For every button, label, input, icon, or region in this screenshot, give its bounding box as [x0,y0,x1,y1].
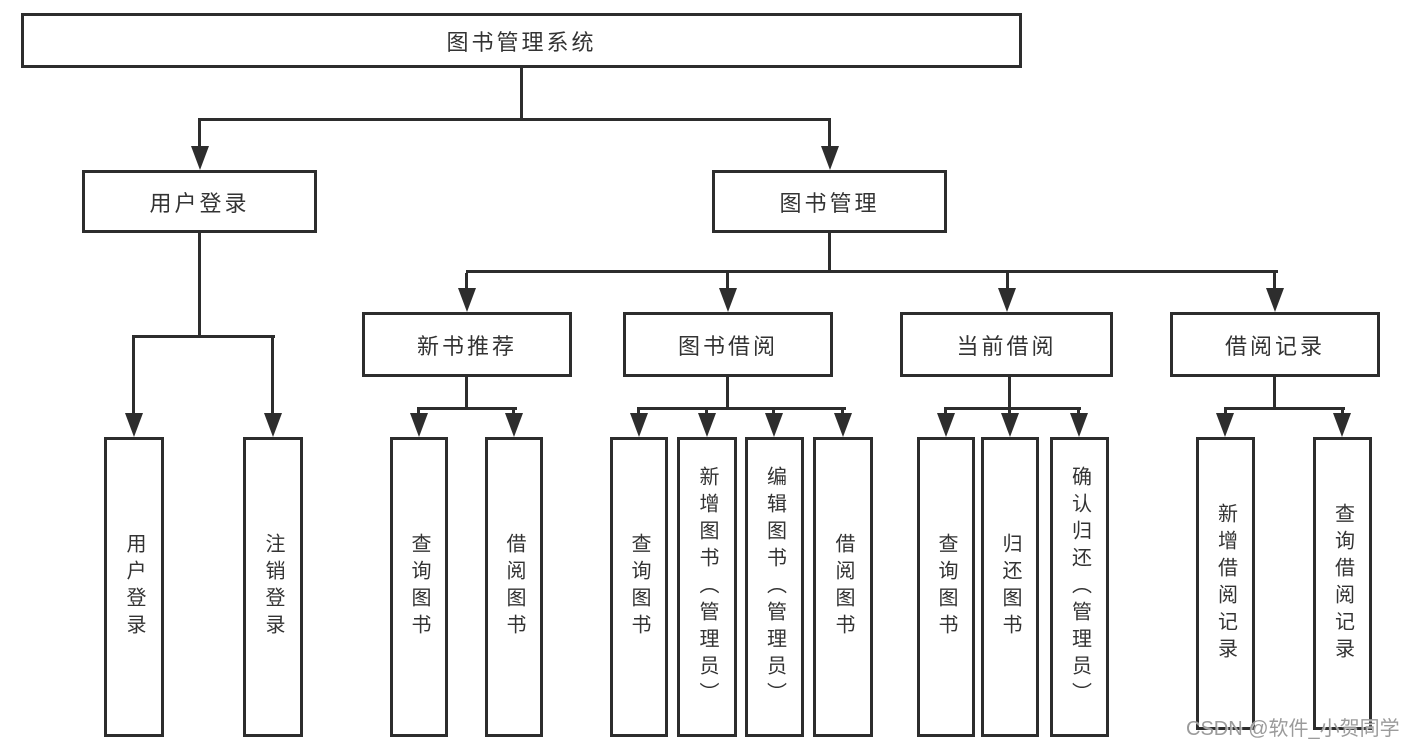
node-user-login: 用户登录 [82,170,317,233]
leaf-borrow-books-recommend-label: 借阅图书 [503,533,525,641]
leaf-user-login-label: 用户登录 [123,533,145,641]
connector-line [1273,377,1276,407]
connector-line [465,273,468,288]
connector-line [1224,407,1345,410]
leaf-logout-label: 注销登录 [262,533,284,641]
arrow-down-icon [630,413,648,437]
node-new-book-recommend: 新书推荐 [362,312,572,377]
node-root-label: 图书管理系统 [446,29,597,55]
node-book-borrow-label: 图书借阅 [677,333,778,359]
connector-line [944,407,1081,410]
node-book-management-label: 图书管理 [779,190,880,216]
arrow-down-icon [1070,413,1088,437]
arrow-down-icon [821,146,839,170]
leaf-confirm-return-admin: 确认归还（管理员） [1050,437,1109,737]
connector-line [828,233,831,273]
arrow-down-icon [410,413,428,437]
connector-line [828,121,831,148]
node-user-login-label: 用户登录 [149,190,250,216]
leaf-confirm-return-admin-label: 确认归还（管理员） [1068,465,1091,709]
connector-line [1008,377,1011,407]
leaf-borrow-books-recommend: 借阅图书 [485,437,543,737]
leaf-query-books-borrow: 查询图书 [610,437,668,737]
leaf-edit-books-admin: 编辑图书（管理员） [745,437,804,737]
node-current-borrow: 当前借阅 [900,312,1113,377]
leaf-query-borrow-record-label: 查询借阅记录 [1331,502,1354,665]
leaf-add-borrow-record: 新增借阅记录 [1196,437,1255,730]
arrow-down-icon [264,413,282,437]
node-current-borrow-label: 当前借阅 [956,333,1057,359]
csdn-watermark: CSDN @软件_小贺同学 [1186,718,1400,740]
node-book-management: 图书管理 [712,170,947,233]
arrow-down-icon [998,288,1016,312]
connector-line [198,233,201,335]
arrow-down-icon [937,413,955,437]
arrow-down-icon [505,413,523,437]
connector-line [417,407,517,410]
leaf-return-books-label: 归还图书 [999,533,1021,641]
connector-line [726,273,729,288]
leaf-borrow-books: 借阅图书 [813,437,873,737]
connector-line [726,377,729,407]
node-new-book-recommend-label: 新书推荐 [416,333,517,359]
node-root: 图书管理系统 [21,13,1022,68]
arrow-down-icon [765,413,783,437]
leaf-query-books-recommend: 查询图书 [390,437,448,737]
connector-line [465,377,468,407]
node-book-borrow: 图书借阅 [623,312,833,377]
leaf-query-books-current: 查询图书 [917,437,975,737]
arrow-down-icon [719,288,737,312]
leaf-query-books-current-label: 查询图书 [935,533,957,641]
leaf-edit-books-admin-label: 编辑图书（管理员） [763,465,786,709]
arrow-down-icon [1333,413,1351,437]
arrow-down-icon [125,413,143,437]
connector-line [132,338,135,415]
arrow-down-icon [191,146,209,170]
connector-line [132,335,275,338]
leaf-logout: 注销登录 [243,437,303,737]
connector-line [271,338,274,415]
connector-line [1273,273,1276,288]
leaf-add-borrow-record-label: 新增借阅记录 [1214,502,1237,665]
arrow-down-icon [1001,413,1019,437]
leaf-query-books-recommend-label: 查询图书 [408,533,430,641]
leaf-borrow-books-label: 借阅图书 [832,533,854,641]
connector-line [637,407,846,410]
connector-line [466,270,1278,273]
arrow-down-icon [1266,288,1284,312]
arrow-down-icon [458,288,476,312]
connector-line [520,68,523,118]
leaf-add-books-admin-label: 新增图书（管理员） [696,465,718,709]
connector-line [198,118,831,121]
connector-line [1006,273,1009,288]
node-borrow-records-label: 借阅记录 [1224,333,1325,359]
arrow-down-icon [698,413,716,437]
connector-line [198,121,201,148]
leaf-add-books-admin: 新增图书（管理员） [677,437,737,737]
arrow-down-icon [834,413,852,437]
node-borrow-records: 借阅记录 [1170,312,1380,377]
leaf-query-books-borrow-label: 查询图书 [628,533,650,641]
leaf-user-login: 用户登录 [104,437,164,737]
leaf-query-borrow-record: 查询借阅记录 [1313,437,1372,730]
arrow-down-icon [1216,413,1234,437]
leaf-return-books: 归还图书 [981,437,1039,737]
